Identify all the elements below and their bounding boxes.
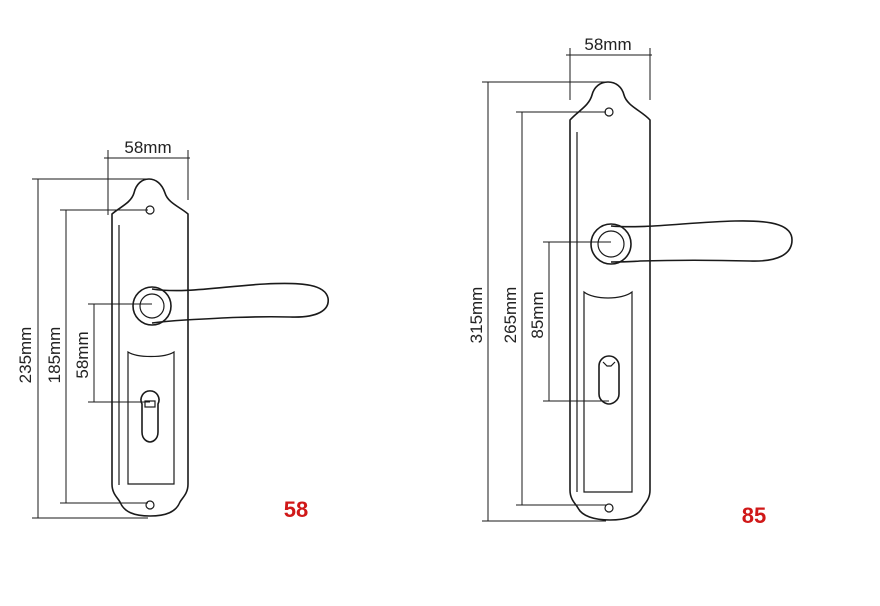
left-total-height-dimension: 235mm — [16, 178, 148, 519]
right-width-dimension: 58mm — [566, 35, 652, 100]
left-backplate-outline — [111, 178, 189, 517]
right-top-screw-hole — [604, 107, 614, 117]
right-handle-drawing: 58mm 315mm 265mm 85mm 85 — [467, 35, 793, 528]
right-cylinder-keyhole — [598, 355, 620, 405]
left-width-label: 58mm — [124, 138, 171, 157]
right-total-height-label: 315mm — [467, 287, 486, 344]
left-cylinder-keyhole — [140, 390, 160, 443]
left-handle-rose-inner — [139, 293, 165, 319]
right-width-label: 58mm — [584, 35, 631, 54]
right-total-height-dimension: 315mm — [467, 81, 606, 522]
left-lever-handle — [151, 282, 329, 324]
left-handle-rose — [132, 286, 172, 326]
right-model-number: 85 — [742, 503, 766, 528]
right-hole-spacing-dimension: 265mm — [501, 111, 606, 506]
left-backset-label: 58mm — [73, 331, 92, 378]
right-bottom-screw-hole — [604, 503, 614, 513]
left-hole-spacing-dimension: 185mm — [45, 209, 148, 504]
left-bottom-screw-hole — [145, 500, 155, 510]
right-hole-spacing-label: 265mm — [501, 287, 520, 344]
left-model-number: 58 — [284, 497, 308, 522]
left-total-height-label: 235mm — [16, 327, 35, 384]
left-width-dimension: 58mm — [104, 138, 190, 215]
left-handle-drawing: 58mm 235mm 185mm 58mm 58 — [16, 138, 329, 522]
right-lever-handle — [610, 220, 793, 263]
left-escutcheon-window — [127, 350, 175, 485]
right-handle-rose — [590, 223, 632, 265]
left-hole-spacing-label: 185mm — [45, 327, 64, 384]
right-backset-label: 85mm — [528, 291, 547, 338]
right-backset-dimension: 85mm — [528, 241, 611, 402]
left-backset-dimension: 58mm — [73, 303, 152, 403]
right-backplate-outline — [569, 81, 651, 521]
right-handle-rose-inner — [597, 230, 625, 258]
right-escutcheon-window — [583, 290, 633, 493]
